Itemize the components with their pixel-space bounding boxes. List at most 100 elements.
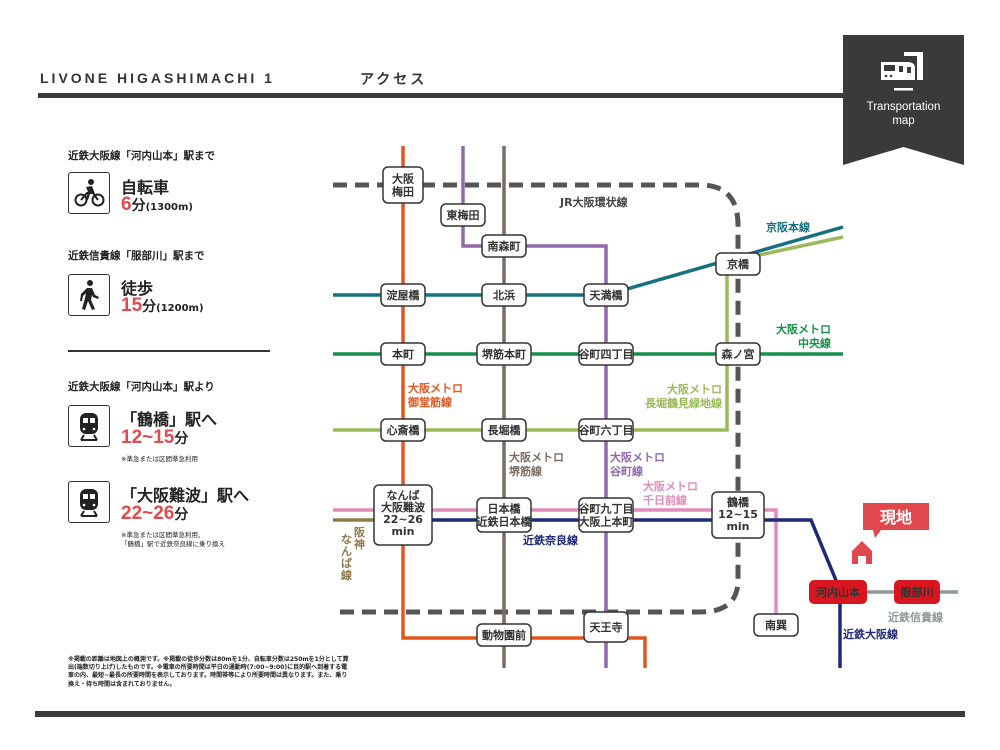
jr-loop-label: JR大阪環状線 — [559, 195, 628, 209]
footnote: ※掲載の距離は地図上の概測です。※掲載の徒歩分数は80mを1分、自転車分数は25… — [68, 656, 349, 688]
station-box — [382, 166, 424, 204]
tsuruhashi-destination: 「鶴橋」駅へ — [121, 410, 218, 429]
namba-minutes: 22~26 — [121, 503, 175, 524]
station-name: 南巽 — [765, 618, 787, 632]
travel-time-unit: min — [391, 525, 414, 538]
station-name: 長堀橋 — [488, 423, 522, 437]
page-title: アクセス — [360, 72, 428, 88]
station-tanimachi-6: 谷町六丁目 — [578, 418, 634, 442]
bicycle-mode: 自転車 — [121, 178, 170, 197]
station-name: 梅田 — [392, 185, 414, 199]
station-box — [481, 234, 527, 258]
station-minami-morimachi: 南森町 — [481, 234, 527, 258]
hanshin-label-char: 神 — [354, 537, 365, 551]
kintetsu-osaka-label: 近鉄大阪線 — [843, 627, 898, 641]
walk-minutes: 15 — [121, 295, 143, 316]
sakaisuji-label-1: 大阪メトロ — [509, 450, 564, 464]
travel-time: 22~26 — [383, 513, 423, 526]
bicycle-minutes: 6 — [121, 194, 132, 215]
station-minami-tatsumi: 南巽 — [753, 613, 799, 637]
tsuruhashi-unit: 分 — [174, 431, 189, 447]
station-yodoyabashi: 淀屋橋 — [380, 283, 426, 307]
station-box — [476, 497, 532, 533]
kintetsu-shigi-label: 近鉄信貴線 — [888, 610, 943, 624]
station-name: 日本橋 — [488, 502, 522, 516]
walk-mode: 徒歩 — [121, 279, 154, 298]
hanshin-label-char: ば — [341, 556, 352, 570]
station-box — [440, 203, 486, 227]
walk-unit: 分 — [142, 299, 157, 315]
hanshin-label-char: 線 — [341, 568, 352, 582]
namba-time: 22~26分 — [121, 503, 188, 525]
station-temmabashi: 天満橋 — [583, 283, 629, 307]
station-name: 天王寺 — [590, 620, 623, 634]
station-name: 大阪 — [392, 172, 415, 186]
station-name: 近鉄日本橋 — [477, 515, 533, 529]
nagahori-label-2: 長堀鶴見緑地線 — [645, 396, 722, 410]
station-box — [380, 418, 426, 442]
station-higashi-umeda: 東梅田 — [440, 203, 486, 227]
station-name: 北浜 — [493, 288, 515, 302]
midosuji-label-1: 大阪メトロ — [408, 381, 463, 395]
walk-route-label: 近鉄信貴線「服部川」駅まで — [68, 250, 205, 262]
station-name: 淀屋橋 — [387, 288, 421, 302]
travel-time: 12~15 — [718, 508, 758, 521]
station-name: 大阪上本町 — [579, 515, 634, 529]
station-box — [481, 283, 527, 307]
walk-distance: (1200m) — [156, 303, 204, 314]
header-divider — [38, 93, 963, 98]
bicycle-icon — [68, 172, 110, 214]
current-location-marker: 現地 — [852, 503, 929, 564]
station-kitahama: 北浜 — [481, 283, 527, 307]
chuo-label-1: 大阪メトロ — [776, 322, 831, 336]
station-box — [715, 252, 761, 276]
station-name: 森ノ宮 — [722, 347, 755, 361]
station-name: 大阪難波 — [381, 500, 426, 514]
sennichimae-label-2: 千日前線 — [643, 493, 687, 507]
hanshin-label-char: 阪 — [354, 525, 366, 539]
tsuruhashi-note: ※準急または区間準急利用 — [121, 455, 198, 463]
nagahori-label-1: 大阪メトロ — [667, 382, 722, 396]
station-name: 南森町 — [488, 239, 521, 253]
station-box — [578, 342, 634, 366]
kintetsu-nara-label: 近鉄奈良線 — [523, 533, 578, 547]
walking-person-icon — [68, 274, 110, 316]
station-box — [476, 623, 532, 647]
station-box — [894, 580, 940, 604]
station-nagahoribashi: 長堀橋 — [481, 418, 527, 442]
station-kawachi-yamamoto: 河内山本 — [809, 580, 867, 604]
station-name: 堺筋本町 — [482, 347, 526, 361]
station-box — [380, 342, 426, 366]
jr-loop-line — [333, 182, 741, 615]
station-tanimachi-4: 谷町四丁目 — [578, 342, 634, 366]
station-box — [380, 283, 426, 307]
footer-divider — [35, 711, 965, 717]
station-name: 天満橋 — [590, 288, 624, 302]
walk-time: 15分(1200m) — [121, 295, 204, 317]
station-box — [578, 497, 634, 533]
station-sakaisuji-hommachi: 堺筋本町 — [476, 342, 532, 366]
hanshin-label-char: ん — [341, 545, 352, 558]
tsuruhashi-minutes: 12~15 — [121, 427, 175, 448]
station-hommachi: 本町 — [380, 342, 426, 366]
bicycle-route-label: 近鉄大阪線「河内山本」駅まで — [68, 150, 215, 162]
bicycle-distance: (1300m) — [145, 202, 193, 213]
station-name: 河内山本 — [816, 585, 860, 599]
station-dobutsuen-mae: 動物園前 — [476, 623, 532, 647]
station-box — [481, 418, 527, 442]
chuo-label-2: 中央線 — [798, 336, 831, 350]
namba-unit: 分 — [174, 507, 189, 523]
train-icon — [881, 52, 923, 91]
station-box — [373, 484, 433, 546]
station-morinomiya: 森ノ宮 — [715, 342, 761, 366]
station-box — [476, 342, 532, 366]
station-name: 服部川 — [901, 585, 934, 599]
house-icon — [852, 541, 872, 564]
train-icon — [68, 481, 110, 523]
bicycle-unit: 分 — [131, 198, 146, 214]
station-name: 心斎橋 — [387, 423, 421, 437]
badge-title-line2: map — [892, 115, 915, 127]
tanimachi-label-2: 谷町線 — [610, 464, 643, 478]
